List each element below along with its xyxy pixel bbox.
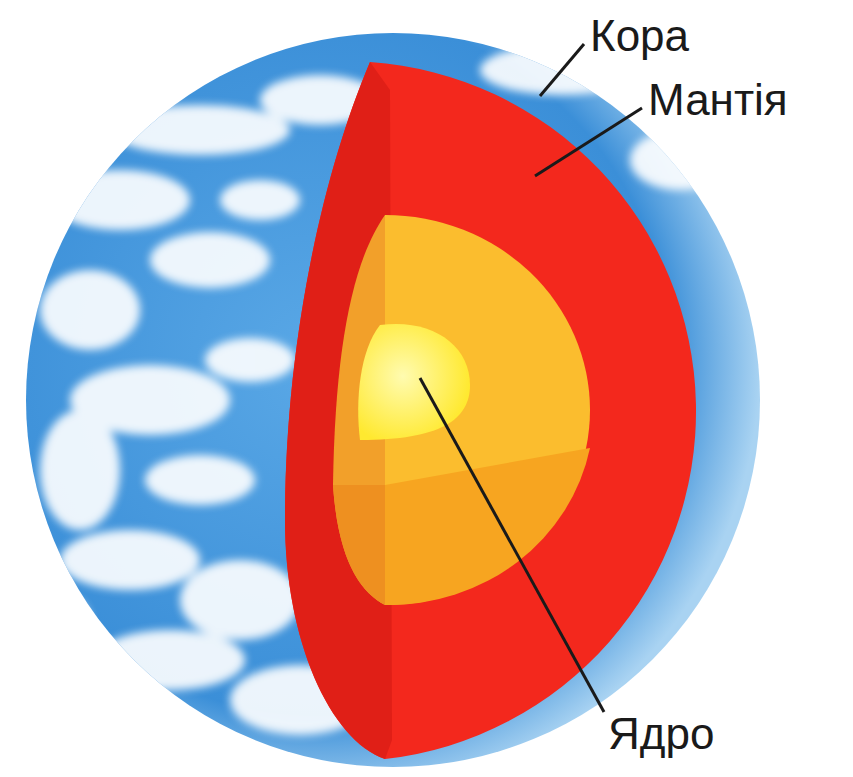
part-label: Ядро bbox=[608, 712, 714, 756]
leader-line bbox=[540, 44, 584, 96]
outer-core-side-lower bbox=[333, 485, 385, 605]
globe bbox=[26, 33, 760, 767]
outer-core-lower bbox=[385, 448, 590, 605]
part-label: Мантія bbox=[648, 78, 788, 122]
leader-line bbox=[535, 108, 642, 176]
inner-core bbox=[358, 324, 470, 440]
mantle bbox=[285, 62, 696, 759]
leader-lines bbox=[420, 44, 642, 712]
cutaway bbox=[285, 62, 696, 759]
part-label: Кора bbox=[590, 14, 689, 58]
leader-line bbox=[420, 378, 604, 712]
